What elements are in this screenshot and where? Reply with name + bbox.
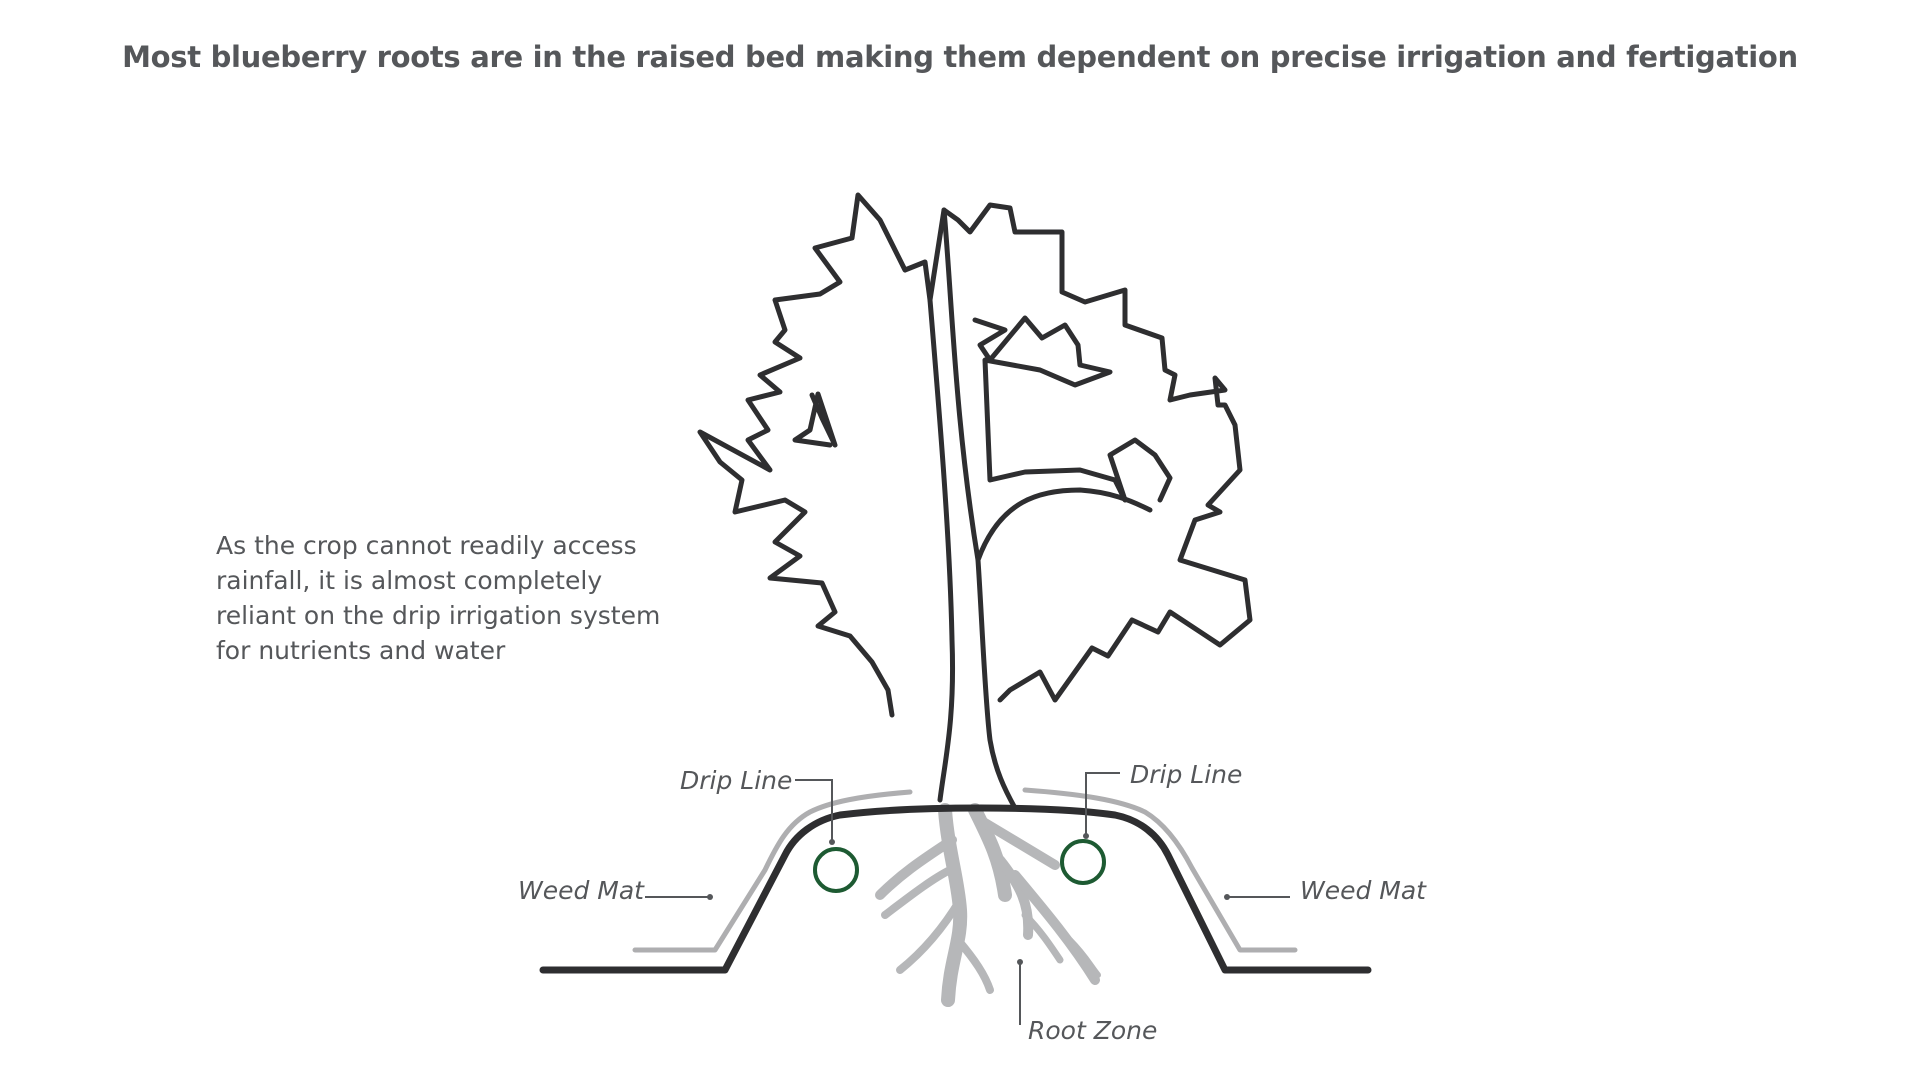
root: [1067, 937, 1101, 978]
root: [881, 866, 954, 919]
label-drip-line-left: Drip Line: [680, 766, 792, 795]
canopy-left-outline: [697, 192, 933, 718]
raised-bed-outline: [539, 804, 1372, 974]
label-drip-line-right: Drip Line: [1130, 760, 1242, 789]
trunk-left-edge: [927, 297, 956, 803]
plant-trunk: [927, 207, 1153, 811]
note-line: for nutrients and water: [216, 636, 506, 665]
root: [995, 855, 1034, 940]
root: [954, 936, 994, 994]
leader-dot: [1017, 959, 1023, 965]
canopy-right-outline: [927, 202, 1253, 703]
label-weed-mat-left: Weed Mat: [518, 876, 645, 905]
leader-dot: [1224, 894, 1230, 900]
drip-lines: [813, 839, 1106, 893]
note-line: rainfall, it is almost completely: [216, 566, 603, 595]
weed-mat-left: [632, 789, 913, 953]
callout-leaders: [645, 772, 1290, 1025]
root: [1010, 870, 1100, 985]
leader-drip-line-right: [1085, 772, 1120, 836]
leader-dot: [707, 894, 713, 900]
root: [896, 896, 964, 974]
weed-mat-right: [1022, 787, 1298, 953]
callout-dots: [707, 833, 1230, 965]
label-weed-mat-right: Weed Mat: [1300, 876, 1427, 905]
drip-line-right-circle: [1060, 839, 1106, 885]
root: [1021, 911, 1064, 964]
canopy-left-inner: [792, 391, 838, 448]
leader-dot: [829, 839, 835, 845]
plant-canopy: [697, 192, 1253, 718]
canopy-inner-branch-upper: [972, 315, 1173, 503]
trunk-right-edge: [941, 207, 1018, 811]
root-system: [875, 803, 1101, 1007]
diagram-title: Most blueberry roots are in the raised b…: [122, 40, 1798, 74]
note-line: reliant on the drip irrigation system: [216, 601, 661, 630]
trunk-branch: [975, 487, 1153, 563]
leader-drip-line-left: [795, 779, 833, 842]
leader-dot: [1083, 833, 1089, 839]
root: [975, 815, 1060, 870]
drip-line-left-circle: [813, 847, 859, 893]
root: [875, 835, 957, 900]
weed-mat: [632, 787, 1298, 953]
irrigation-note: As the crop cannot readily access rainfa…: [216, 528, 676, 668]
label-root-zone: Root Zone: [1028, 1016, 1157, 1045]
note-line: As the crop cannot readily access: [216, 531, 637, 560]
